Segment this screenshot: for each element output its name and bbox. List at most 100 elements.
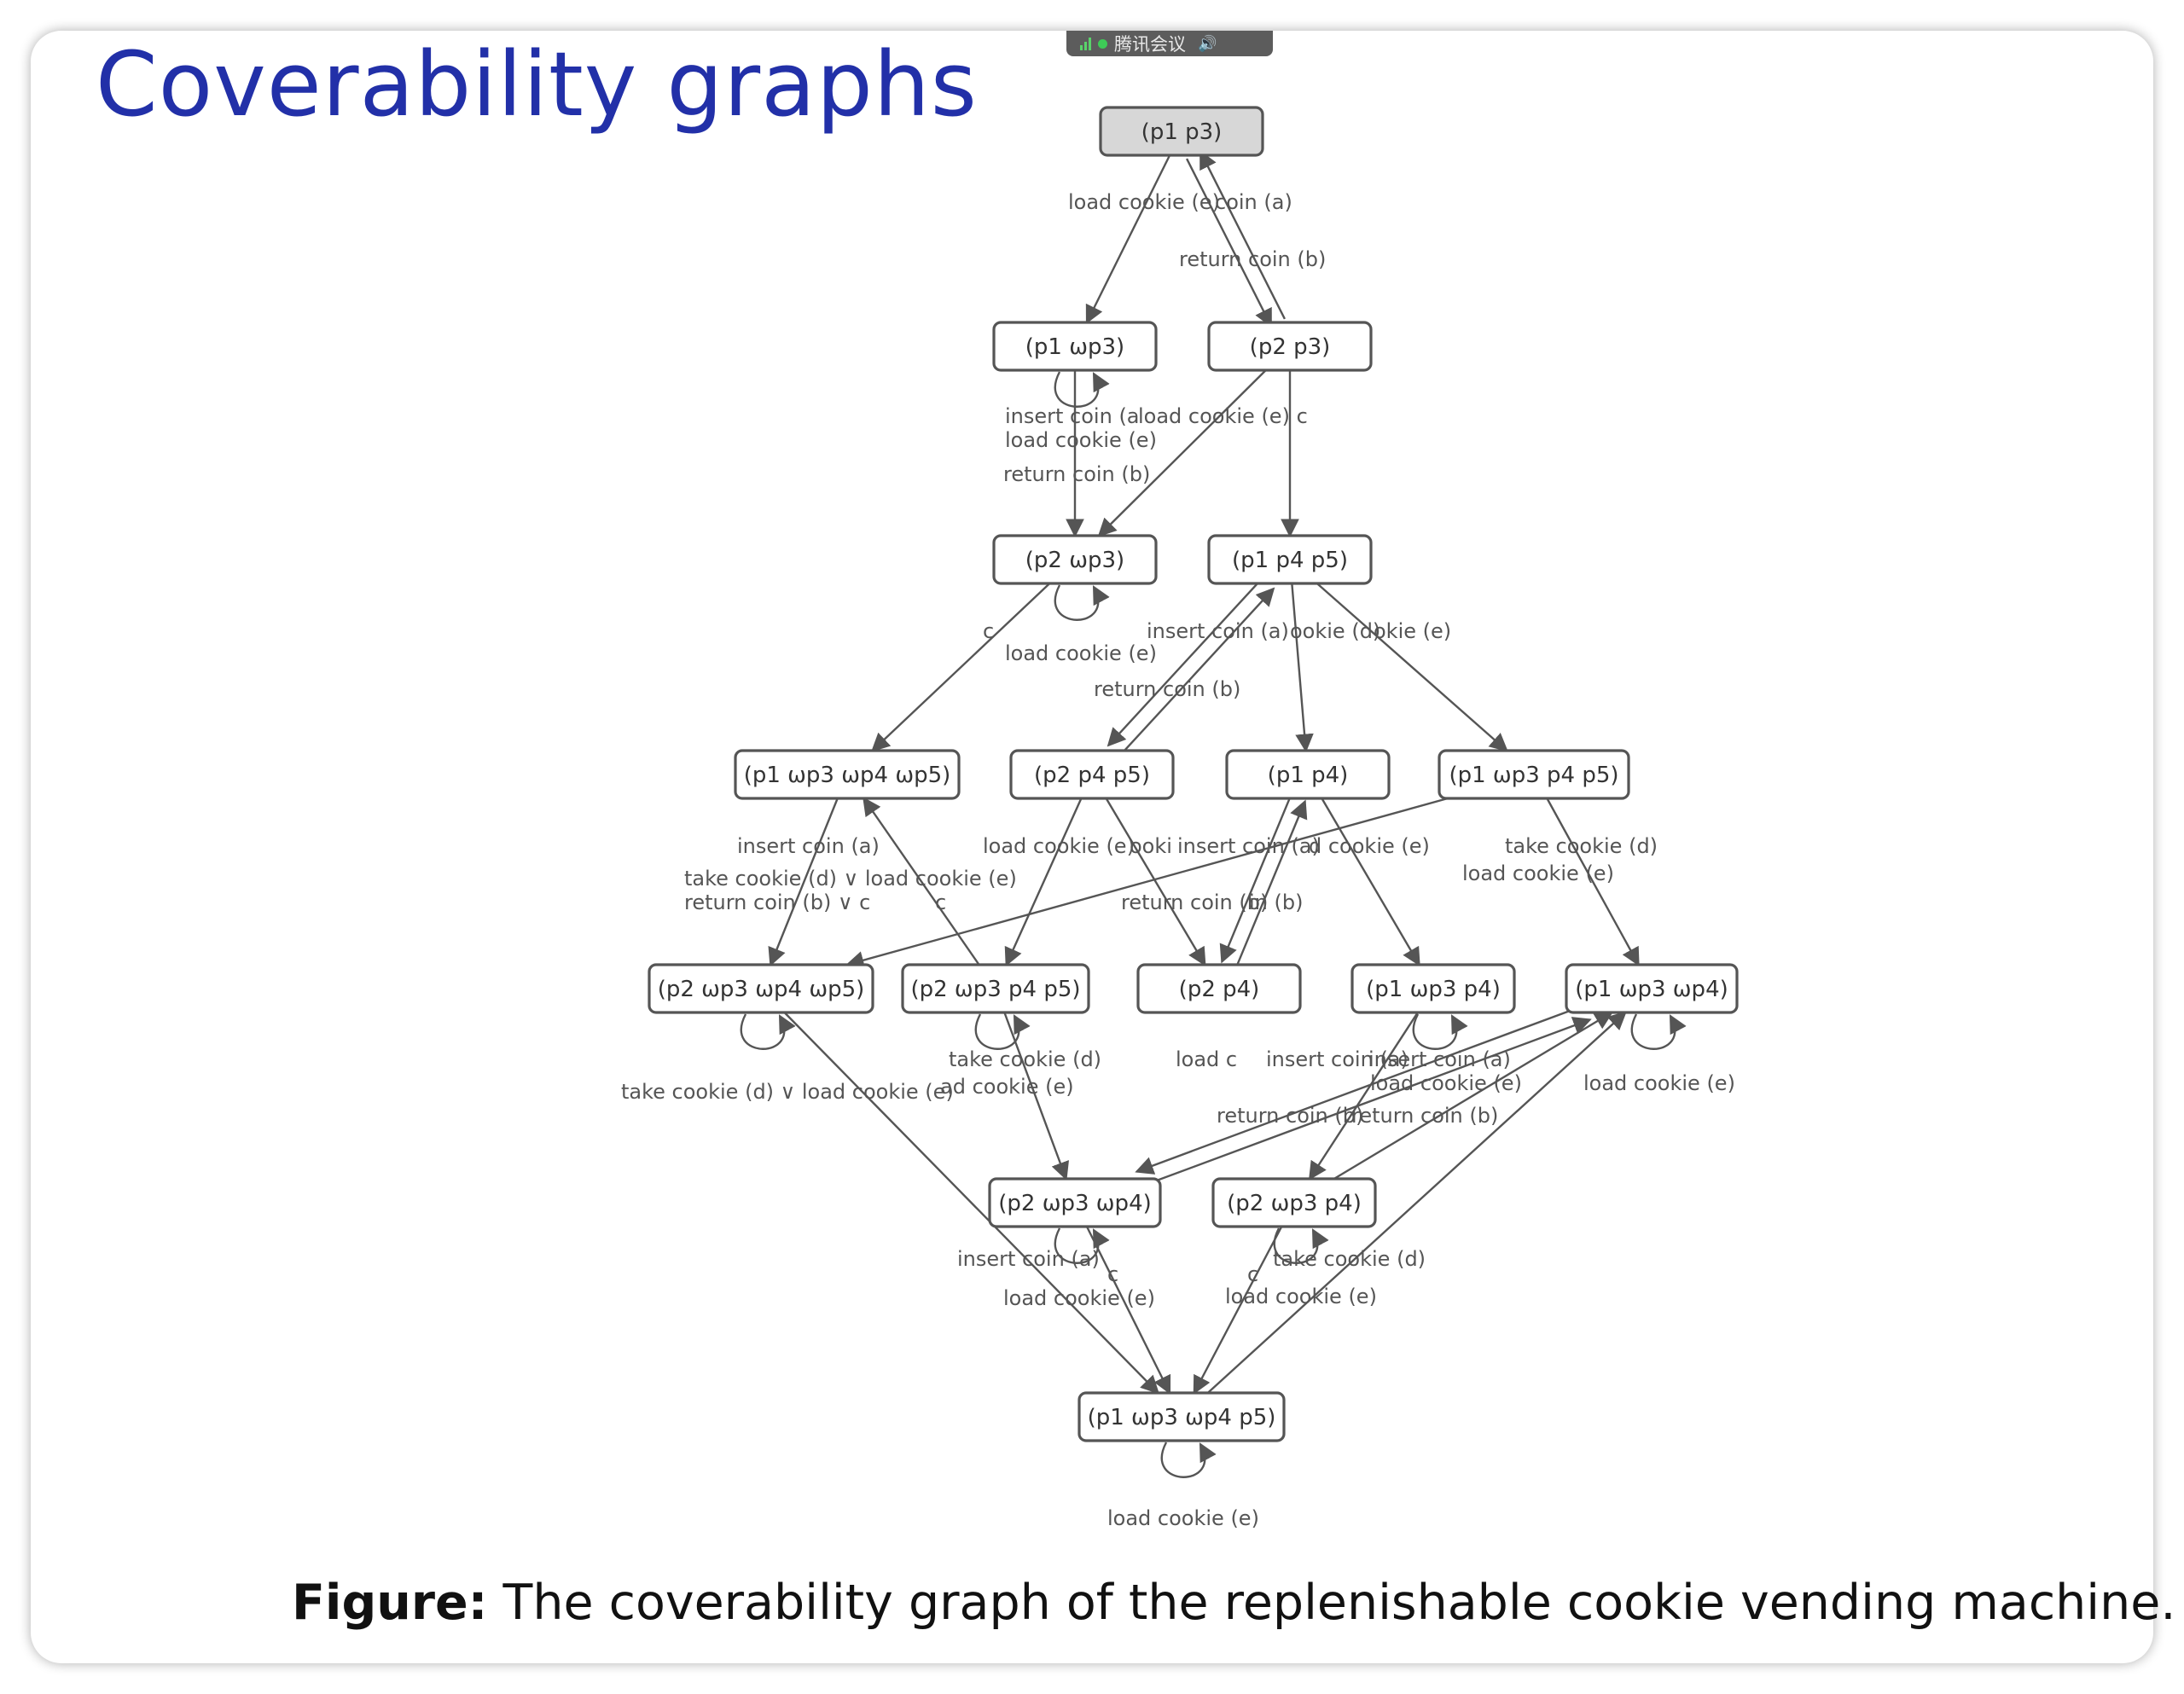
edge-n0-n1: [1085, 154, 1171, 324]
state-box: [1211, 1177, 1377, 1228]
state-box: [1565, 963, 1739, 1014]
self-loop-n1: [1054, 371, 1110, 408]
edge-label: insert coin (a): [1147, 619, 1289, 643]
state-box: [988, 1177, 1162, 1228]
state-node[interactable]: (p2 ωp3 p4 p5): [901, 963, 1090, 1014]
edge-label: coin (a): [1215, 190, 1292, 214]
edge-n11-n7: [1234, 799, 1308, 968]
state-node[interactable]: (p2 p4 p5): [1009, 749, 1175, 800]
self-loop-n12: [1412, 1013, 1468, 1050]
edge-label: d cookie (e): [1309, 834, 1430, 858]
edge-label: load cookie (e): [1005, 428, 1157, 452]
state-label: (p1 ωp3 p4 p5): [1449, 763, 1618, 788]
state-node[interactable]: (p1 p4 p5): [1207, 534, 1373, 585]
speaker-icon[interactable]: 🔊: [1198, 34, 1217, 53]
state-node[interactable]: (p1 ωp3 p4): [1350, 963, 1516, 1014]
state-label: (p2 ωp3): [1025, 548, 1124, 573]
figure-caption: Figure: The coverability graph of the re…: [292, 1575, 2175, 1631]
edge-label: load cookie (e): [1370, 1071, 1522, 1095]
state-node[interactable]: (p1 ωp3 p4 p5): [1438, 749, 1630, 800]
edge-n10-n14: [1003, 1012, 1069, 1181]
edge-label: take cookie (d): [1505, 834, 1658, 858]
state-node[interactable]: (p1 p4): [1225, 749, 1391, 800]
edge-n14-n13: [1141, 1017, 1592, 1187]
caption-bold: Figure:: [292, 1575, 488, 1631]
self-loops-layer: [740, 371, 1687, 1478]
edges-layer: [768, 150, 1640, 1395]
edge-label: load cookie (e): [1462, 862, 1614, 885]
self-loop-n10: [974, 1013, 1031, 1050]
slide-window: [31, 31, 2153, 1663]
state-box: [734, 749, 961, 800]
edge-label: load cookie (e): [1003, 1286, 1155, 1310]
edge-n8-n13: [1546, 798, 1640, 966]
self-loop-n14: [1054, 1227, 1110, 1264]
state-node[interactable]: (p2 ωp3 p4): [1211, 1177, 1377, 1228]
edge-label: c: [1107, 1262, 1118, 1286]
self-loop-n16: [1160, 1442, 1217, 1478]
state-node[interactable]: (p2 p3): [1207, 321, 1373, 372]
edge-label: take cookie (d): [1273, 1247, 1426, 1271]
meeting-status-bar[interactable]: 腾讯会议 🔊: [1066, 31, 1273, 56]
edge-label: insert coin (a): [1368, 1047, 1511, 1071]
state-box: [901, 963, 1090, 1014]
edge-labels-layer: load cookie (e) coin (a) return coin (b) in…: [621, 190, 1735, 1530]
state-box: [992, 534, 1158, 585]
state-label: (p2 ωp3 ωp4 ωp5): [658, 977, 865, 1002]
edge-label: take cookie (d): [949, 1047, 1101, 1071]
edge-n10-n5: [863, 797, 980, 966]
state-box: [1207, 534, 1373, 585]
edge-label: okie (e): [1374, 619, 1451, 643]
edge-label: c: [935, 891, 946, 914]
state-box: [648, 963, 874, 1014]
state-label: (p1 ωp3 ωp4): [1575, 977, 1728, 1002]
self-loop-n13: [1630, 1013, 1687, 1050]
state-node[interactable]: (p1 ωp3 ωp4 ωp5): [734, 749, 961, 800]
edge-label: return coin (b): [1179, 247, 1326, 271]
state-node[interactable]: (p2 p4): [1136, 963, 1302, 1014]
edge-n6-n10: [1004, 798, 1083, 966]
edge-n7-n11: [1219, 795, 1292, 964]
edge-label: c: [983, 619, 994, 643]
state-box: [1225, 749, 1391, 800]
state-node[interactable]: (p2 ωp3 ωp4): [988, 1177, 1162, 1228]
edge-n4-n6: [1107, 577, 1263, 747]
state-label: (p1 ωp3 p4): [1366, 977, 1501, 1002]
edge-n13-n14: [1135, 1004, 1585, 1175]
state-label: (p1 ωp3 ωp4 ωp5): [744, 763, 951, 788]
state-node[interactable]: (p1 ωp3 ωp4): [1565, 963, 1739, 1014]
self-loop-n3: [1054, 584, 1110, 621]
signal-icon: [1080, 37, 1091, 50]
state-label: (p1 p4): [1268, 763, 1349, 788]
status-dot-icon: [1098, 38, 1107, 49]
edge-label: insert coin (a): [1266, 1047, 1409, 1071]
state-label: (p2 p3): [1250, 334, 1331, 360]
edge-label: c: [1247, 1262, 1258, 1286]
edge-n16-n13: [1206, 1011, 1627, 1394]
edge-label: return coin (b): [1217, 1104, 1363, 1128]
edge-n15-n16: [1193, 1226, 1283, 1395]
edge-label: return coin (b): [1003, 462, 1150, 486]
state-label: (p1 ωp3 ωp4 p5): [1088, 1405, 1276, 1430]
state-box: [1099, 106, 1264, 157]
nodes-layer: (p1 p3) (p1 ωp3) (p2 p3) (p2 ωp3) (p1 p4 p5)…: [648, 106, 1739, 1442]
state-node[interactable]: (p1 ωp3): [992, 321, 1158, 372]
edge-label: in (b): [1249, 891, 1303, 914]
state-box: [992, 321, 1158, 372]
state-node[interactable]: (p2 ωp3): [992, 534, 1158, 585]
state-node[interactable]: (p2 ωp3 ωp4 ωp5): [648, 963, 874, 1014]
edge-label: return coin (b): [1094, 677, 1240, 701]
edge-label: load cookie (e): [1225, 1285, 1377, 1308]
state-node[interactable]: (p1 p3): [1099, 106, 1264, 157]
state-node[interactable]: (p1 ωp3 ωp4 p5): [1077, 1391, 1286, 1442]
state-label: (p2 ωp3 p4 p5): [910, 977, 1080, 1002]
edge-label: load cookie (e): [983, 834, 1135, 858]
edge-label: take cookie (d) ∨ load cookie (e): [684, 867, 1017, 891]
edge-label: insert coin (a): [1177, 834, 1320, 858]
edge-n12-n15: [1309, 1012, 1419, 1181]
edge-n8-n9: [845, 797, 1449, 970]
state-box: [1207, 321, 1373, 372]
state-label: (p1 p4 p5): [1232, 548, 1348, 573]
edge-label: load cookie (e) c: [1138, 404, 1308, 428]
state-box: [1009, 749, 1175, 800]
